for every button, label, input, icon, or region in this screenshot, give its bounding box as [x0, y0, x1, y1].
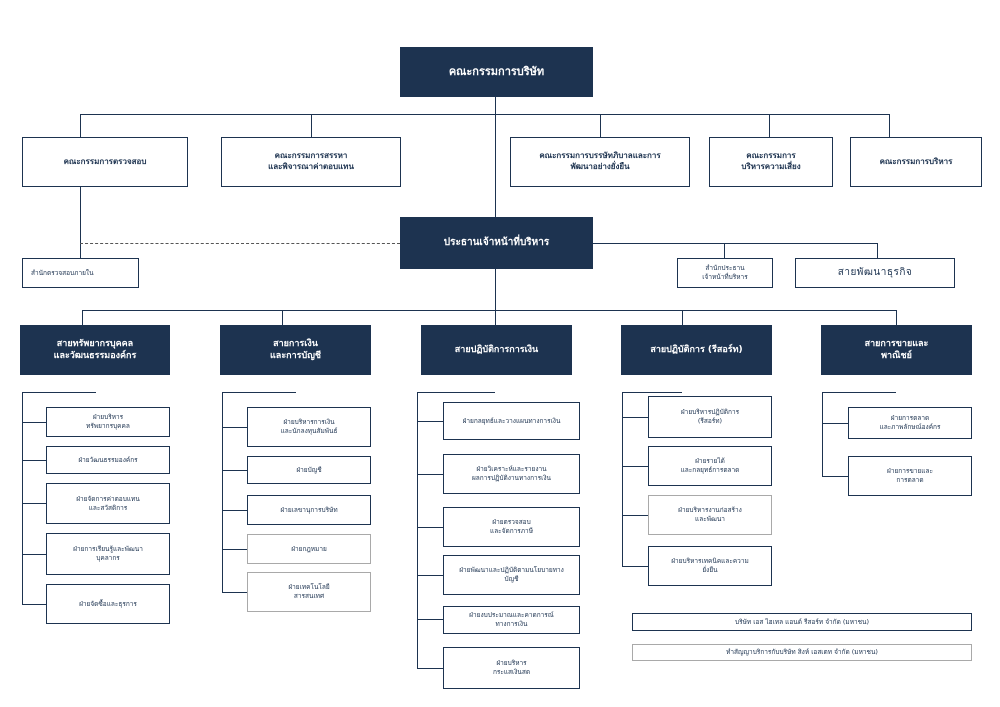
finance-branch-1	[222, 427, 247, 428]
dept-resort-operations-management: ฝ่ายบริหารปฏิบัติการ (รีสอร์ท)	[648, 396, 772, 438]
bizdev-drop	[877, 243, 878, 258]
division-resort-ops: สายปฏิบัติการ (รีสอร์ท)	[621, 325, 772, 375]
ceo-box: ประธานเจ้าหน้าที่บริหาร	[400, 217, 593, 269]
ceo-office: สำนักประธาน เจ้าหน้าที่บริหาร	[677, 258, 773, 288]
dept-accounting: ฝ่ายบัญชี	[247, 456, 371, 484]
dept-procurement-admin: ฝ่ายจัดซื้อและธุรการ	[46, 584, 170, 624]
audit-to-internal-audit	[80, 187, 81, 258]
dept-accounting-policy: ฝ่ายพัฒนาและปฏิบัติตามนโยบายทาง บัญชี	[443, 555, 580, 595]
finops-branch-3	[417, 527, 443, 528]
board-of-directors: คณะกรรมการบริษัท	[400, 47, 593, 97]
executive-committee: คณะกรรมการบริหาร	[850, 137, 982, 187]
dept-financial-analysis-reporting: ฝ่ายวิเคราะห์และรายงาน ผลการปฏิบัติงานทา…	[443, 454, 580, 494]
nomination-committee: คณะกรรมการสรรหา และพิจารณาค่าตอบแทน	[221, 137, 401, 187]
audit-drop	[80, 114, 81, 137]
finance-spine	[222, 392, 223, 592]
dept-marketing-brand: ฝ่ายการตลาด และภาพลักษณ์องค์กร	[848, 407, 972, 439]
hr-branch-2	[22, 460, 46, 461]
governance-committee: คณะกรรมการบรรษัทภิบาลและการ พัฒนาอย่างยั…	[510, 137, 690, 187]
dept-tax-audit-management: ฝ่ายตรวจสอบ และจัดการภาษี	[443, 507, 580, 547]
dept-legal: ฝ่ายกฎหมาย	[247, 534, 371, 564]
dept-revenue-marketing-strategy: ฝ่ายรายได้ และกลยุทธ์การตลาด	[648, 446, 772, 486]
ceo-right-line	[592, 243, 878, 244]
finops-branch-1	[417, 421, 443, 422]
sales-spine	[822, 392, 823, 476]
finops-branch-2	[417, 474, 443, 475]
governance-drop	[600, 114, 601, 137]
committee-bus-line	[80, 114, 890, 115]
finance-branch-3	[222, 510, 247, 511]
dept-financial-strategy-planning: ฝ่ายกลยุทธ์และวางแผนทางการเงิน	[443, 402, 580, 440]
internal-audit-office: สำนักตรวจสอบภายใน	[22, 258, 139, 288]
subsidiary-company-note: บริษัท เอส ไฮเทล แอนด์ รีสอร์ท จำกัด (มห…	[632, 613, 972, 631]
sales-branch-1	[822, 423, 848, 424]
audit-committee: คณะกรรมการตรวจสอบ	[22, 137, 188, 187]
finance-branch-5	[222, 592, 247, 593]
nomination-drop	[311, 114, 312, 137]
business-development-division: สายพัฒนาธุรกิจ	[795, 258, 955, 288]
hr-drop	[82, 310, 83, 325]
hr-spine-top	[22, 392, 96, 393]
finance-branch-4	[222, 549, 247, 550]
finops-branch-6	[417, 668, 443, 669]
sales-drop	[896, 310, 897, 325]
risk-committee: คณะกรรมการ บริหารความเสี่ยง	[709, 137, 833, 187]
dept-sales-marketing: ฝ่ายการขายและ การตลาด	[848, 456, 972, 496]
dept-hr-management: ฝ่ายบริหาร ทรัพยากรบุคคล	[46, 407, 170, 437]
division-sales: สายการขายและ พาณิชย์	[821, 325, 972, 375]
sales-branch-2	[822, 476, 848, 477]
board-to-ceo-line	[495, 97, 496, 217]
hr-spine	[22, 392, 23, 604]
finops-branch-5	[417, 619, 443, 620]
resort-drop	[682, 310, 683, 325]
dept-corporate-culture: ฝ่ายวัฒนธรรมองค์กร	[46, 446, 170, 474]
sales-spine-top	[822, 392, 896, 393]
service-contract-note: ทำสัญญาบริการกับบริษัท สิงห์ เอสเตท จำกั…	[632, 644, 972, 661]
resort-branch-2	[622, 466, 648, 467]
dept-company-secretary: ฝ่ายเลขานุการบริษัท	[247, 495, 371, 525]
hr-branch-4	[22, 554, 46, 555]
executive-drop	[889, 114, 890, 137]
finance-branch-2	[222, 470, 247, 471]
finops-spine	[417, 392, 418, 668]
division-finance: สายการเงิน และการบัญชี	[220, 325, 371, 375]
division-finance-ops: สายปฏิบัติการการเงิน	[421, 325, 572, 375]
dept-compensation-benefits: ฝ่ายจัดการค่าตอบแทน และสวัสดิการ	[46, 483, 170, 524]
finance-spine-top	[222, 392, 296, 393]
ceo-office-drop	[724, 243, 725, 258]
resort-spine-top	[622, 392, 682, 393]
finops-branch-4	[417, 575, 443, 576]
resort-branch-4	[622, 566, 648, 567]
dept-learning-development: ฝ่ายการเรียนรู้และพัฒนา บุคลากร	[46, 533, 170, 575]
dept-finance-ir: ฝ่ายบริหารการเงิน และนักลงทุนสัมพันธ์	[247, 407, 371, 447]
resort-branch-3	[622, 515, 648, 516]
resort-spine	[622, 392, 623, 566]
hr-branch-1	[22, 422, 46, 423]
division-hr: สายทรัพยากรบุคคล และวัฒนธรรมองค์กร	[20, 325, 170, 375]
dept-information-technology: ฝ่ายเทคโนโลยี สารสนเทศ	[247, 572, 371, 612]
hr-branch-3	[22, 503, 46, 504]
resort-branch-1	[622, 417, 648, 418]
dept-budget-forecasting: ฝ่ายงบประมาณและคาดการณ์ ทางการเงิน	[443, 606, 580, 634]
dept-cash-management: ฝ่ายบริหาร กระแสเงินสด	[443, 647, 580, 689]
hr-branch-5	[22, 604, 46, 605]
division-bus-line	[82, 310, 897, 311]
finance-drop	[282, 310, 283, 325]
risk-drop	[769, 114, 770, 137]
finops-spine-top	[417, 392, 495, 393]
dept-construction-development: ฝ่ายบริหารงานก่อสร้าง และพัฒนา	[648, 495, 772, 535]
ceo-down-line	[495, 269, 496, 325]
audit-ceo-dashed-line	[80, 243, 400, 244]
dept-technical-sustainability: ฝ่ายบริหารเทคนิคและความ ยั่งยืน	[648, 546, 772, 586]
